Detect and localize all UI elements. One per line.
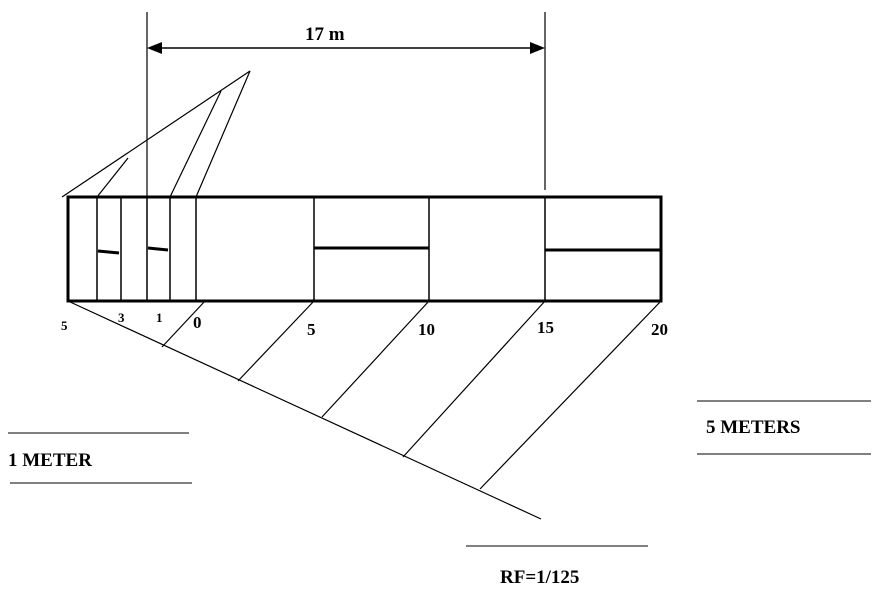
fan-lines [61,70,251,198]
diagonal-parallel [161,300,206,348]
rf-label-box: RF=1/125 [466,545,648,588]
block-marks [97,246,661,255]
diagonal-baseline [67,300,542,520]
main-tick-label: 15 [537,318,554,337]
diagonal-parallel [237,300,315,382]
sub-tick-label: 3 [118,310,125,325]
main-tick-label: 0 [193,313,202,332]
dimension-arrow-right [530,42,545,54]
left-unit-label: 1 METER [8,450,92,471]
main-tick-label: 20 [651,320,668,339]
diagonal-construction [67,300,662,520]
diagonal-parallel [321,300,430,418]
diagonal-parallel [402,300,546,458]
diagonal-parallel [479,300,662,490]
dimension-arrow-left [147,42,162,54]
fan-line [195,70,251,198]
sub-tick-label: 1 [156,310,163,325]
left-unit-label-box: 1 METER [8,432,192,484]
rf-label: RF=1/125 [500,567,579,588]
tick-labels: 5 3 1 0 5 10 15 20 [61,310,668,339]
sub-mark [97,249,120,255]
sub-mark [147,246,169,252]
right-unit-label-box: 5 METERS [697,400,871,455]
main-tick-label: 5 [307,320,316,339]
fan-line [61,70,251,198]
sub-tick-label: 5 [61,318,68,333]
dimension-label: 17 m [305,24,345,45]
right-unit-label: 5 METERS [706,417,801,438]
main-tick-label: 10 [418,320,435,339]
dimension-17m: 17 m [146,12,546,197]
fan-line [96,157,129,198]
fan-line [169,90,222,198]
